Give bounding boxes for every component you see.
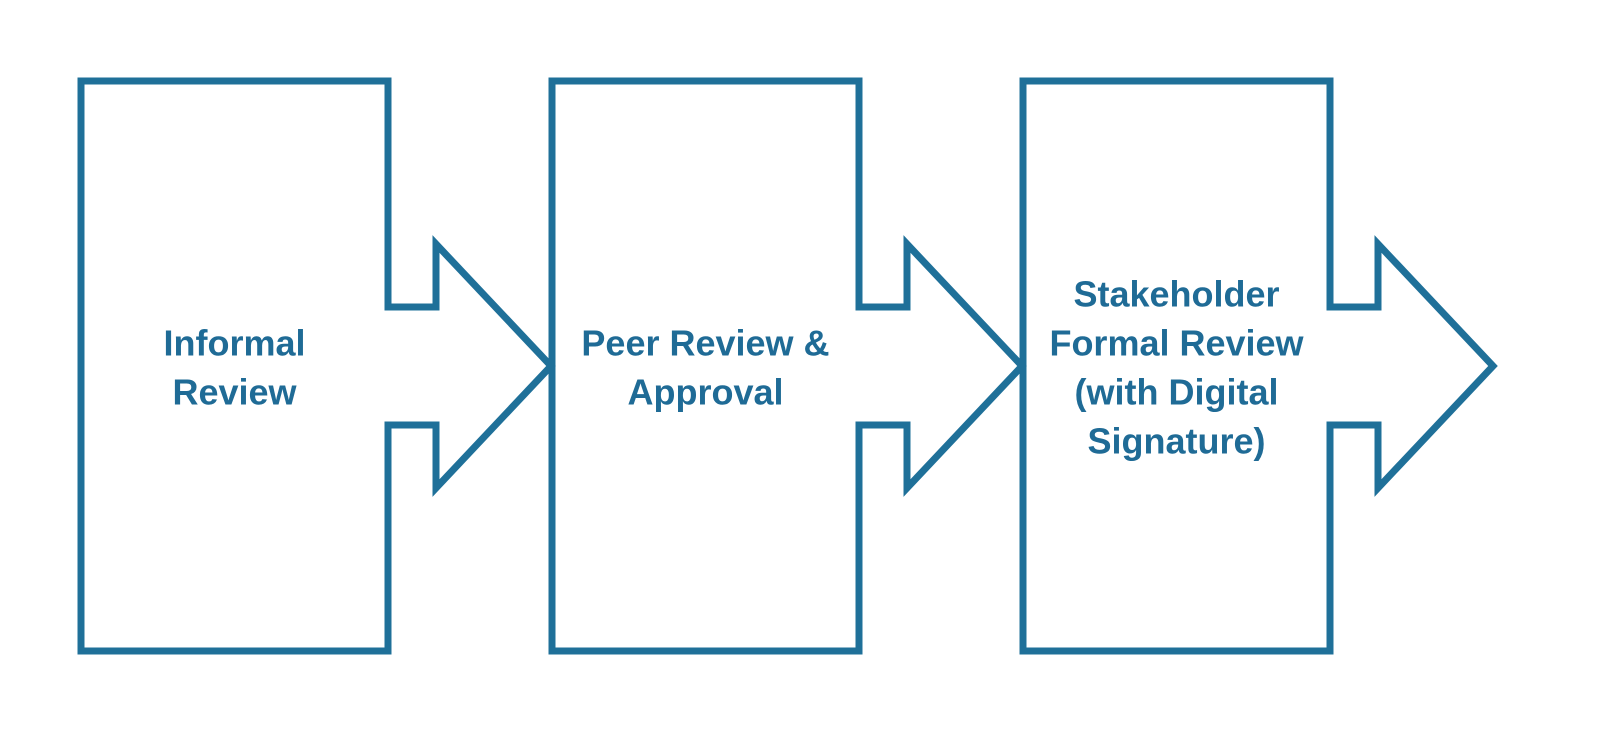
- step-label-line: Review: [172, 372, 297, 413]
- step-label-line: Informal: [163, 323, 305, 364]
- step-arrow-shape: [1019, 77, 1498, 655]
- step-label: Peer Review & Approval: [581, 323, 829, 413]
- step-arrow-shape: [77, 77, 556, 655]
- step-label-line: Formal Review: [1049, 323, 1304, 364]
- step-label-line: Stakeholder: [1073, 274, 1279, 315]
- step-label-line: Approval: [627, 372, 783, 413]
- step-label-line: Signature): [1087, 421, 1265, 462]
- step-arrow-shape: [548, 77, 1027, 655]
- step-label-line: (with Digital: [1075, 372, 1279, 413]
- step-label-line: Peer Review &: [581, 323, 829, 364]
- process-step-2: Peer Review & Approval: [548, 77, 1027, 655]
